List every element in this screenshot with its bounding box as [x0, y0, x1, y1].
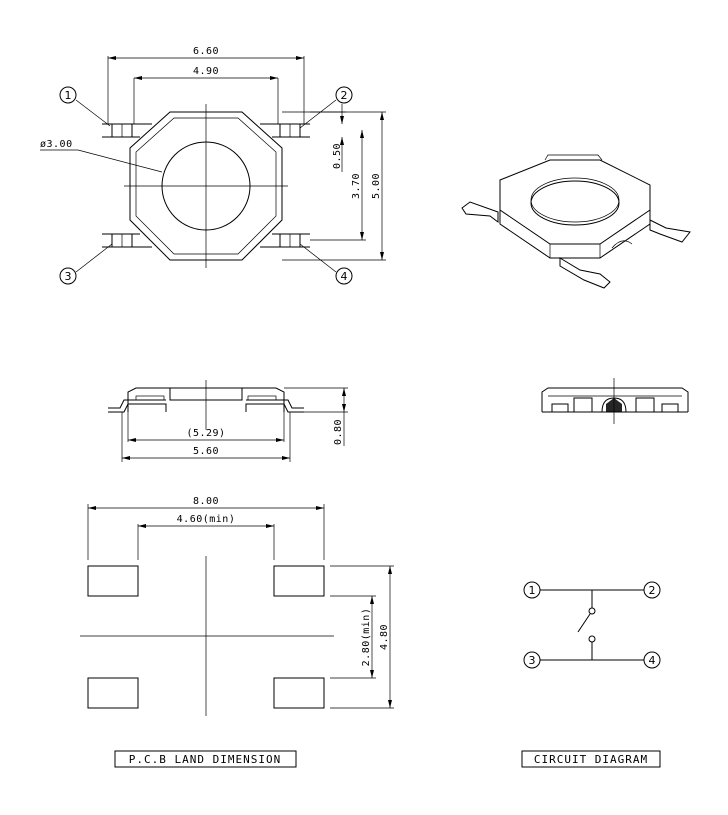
front-view-body: [541, 387, 689, 412]
dim-body-width: 4.90: [133, 66, 279, 124]
circuit-pin-1: 1: [523, 581, 541, 599]
top-view-lead-4: [260, 233, 310, 248]
side-view-lead-right: [245, 403, 304, 413]
dim-side-height-label: 0.80: [333, 419, 344, 445]
dim-pcb-total-width: 8.00: [87, 496, 325, 560]
pcb-caption-box: [114, 750, 297, 768]
pcb-pad-2: [273, 565, 325, 597]
circuit-pin-3: 3: [523, 651, 541, 669]
svg-text:1: 1: [65, 89, 72, 102]
top-pin-1-callout: 1: [59, 86, 111, 127]
dim-lead-width-label: 0.50: [332, 143, 343, 169]
dim-pcb-total-height: 4.80: [330, 565, 394, 709]
svg-text:3: 3: [65, 270, 72, 283]
iso-terminal-left: [461, 201, 499, 223]
dim-pcb-pad-gap: 2.80(min): [330, 595, 376, 679]
circuit-caption: CIRCUIT DIAGRAM: [534, 753, 648, 766]
dim-side-inner-label: (5.29): [186, 428, 225, 439]
svg-text:3: 3: [529, 654, 536, 667]
circuit-caption-box: [521, 750, 661, 768]
iso-button: [530, 180, 620, 226]
pcb-pad-4: [273, 677, 325, 709]
front-view: [541, 378, 689, 424]
dim-pcb-pad-gap-label: 2.80(min): [361, 608, 372, 667]
top-view-body-inner: [135, 117, 277, 255]
dim-side-inner: (5.29): [127, 412, 285, 442]
top-view-lead-1: [102, 123, 152, 138]
dim-pcb-total-width-label: 8.00: [193, 496, 219, 507]
dim-overall-width: 6.60: [107, 46, 305, 124]
dim-lead-pitch-label: 3.70: [351, 173, 362, 199]
circuit-pin-2: 2: [643, 581, 661, 599]
dim-lead-width: 0.50: [310, 104, 346, 172]
circuit-pin-4: 4: [643, 651, 661, 669]
pcb-pad-3: [87, 677, 139, 709]
svg-text:4: 4: [341, 270, 348, 283]
top-pin-2-callout: 2: [299, 86, 353, 129]
dim-side-outer: 5.60: [121, 412, 291, 462]
dim-overall-height: 5.00: [282, 111, 386, 261]
top-view: 6.60 4.90 ø3.00 0.50: [40, 46, 386, 285]
dim-body-width-label: 4.90: [193, 66, 219, 77]
svg-text:2: 2: [341, 89, 348, 102]
dim-lead-pitch: 3.70: [310, 130, 366, 241]
dim-pcb-total-height-label: 4.80: [379, 624, 390, 650]
iso-terminal-right: [649, 219, 691, 243]
top-pin-4-callout: 4: [299, 243, 353, 285]
top-view-lead-3: [102, 233, 152, 248]
dim-side-height: 0.80: [284, 387, 348, 446]
dim-side-outer-label: 5.60: [193, 446, 219, 457]
isometric-view: [461, 154, 691, 289]
iso-body-side: [499, 210, 651, 259]
pcb-pad-1: [87, 565, 139, 597]
side-view: (5.29) 5.60 0.80: [108, 380, 348, 462]
dim-overall-width-label: 6.60: [193, 46, 219, 57]
dim-pcb-inner-gap-label: 4.60(min): [177, 514, 236, 525]
dim-diameter: ø3.00: [40, 139, 163, 173]
svg-text:2: 2: [649, 584, 656, 597]
pcb-land-pattern: 8.00 4.60(min) 2.80(min) 4.80: [80, 496, 394, 768]
dim-diameter-label: ø3.00: [40, 139, 73, 150]
dim-overall-height-label: 5.00: [371, 173, 382, 199]
iso-top-face: [499, 159, 651, 245]
top-pin-3-callout: 3: [59, 243, 113, 285]
top-view-body: [129, 111, 283, 261]
svg-text:4: 4: [649, 654, 656, 667]
side-view-lead-left: [108, 403, 167, 413]
top-view-lead-2: [260, 123, 310, 138]
pcb-caption: P.C.B LAND DIMENSION: [129, 753, 281, 766]
circuit-diagram: 1 2 3 4 CIRCUIT DIAGRAM: [521, 581, 661, 768]
iso-terminal-bottom: [559, 257, 611, 289]
circuit-switch-arm: [577, 613, 591, 633]
dim-pcb-inner-gap: 4.60(min): [137, 514, 275, 560]
svg-text:1: 1: [529, 584, 536, 597]
